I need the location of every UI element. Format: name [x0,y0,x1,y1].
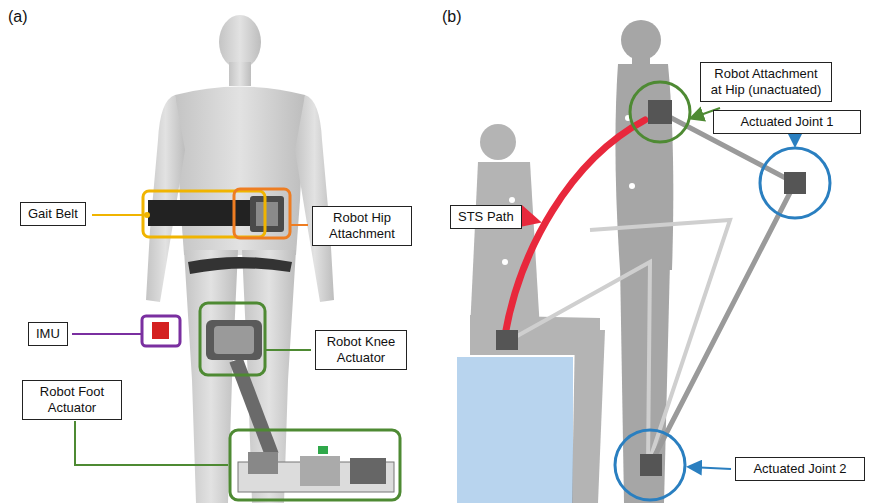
callout-text: Actuated Joint 2 [743,461,857,477]
panel-label: (b) [442,8,462,26]
callout-text: Gait Belt [28,206,78,222]
callout-box: Robot Attachment at Hip (unactuated) [700,62,832,102]
callout-box: Actuated Joint 1 [713,110,861,134]
panel-label: (a) [8,8,28,26]
callout-text: Robot Attachment at Hip (unactuated) [708,66,824,98]
callout-text: Actuated Joint 1 [721,114,853,130]
callout-text: Robot Hip Attachment [320,210,404,242]
callout-text: IMU [36,326,60,342]
callout-box: Actuated Joint 2 [735,457,865,481]
callout-text: Robot Knee Actuator [323,334,399,366]
callout-text: Robot Foot Actuator [30,384,114,416]
callout-box: Robot Hip Attachment [312,206,412,246]
callout-box: Robot Foot Actuator [22,380,122,420]
callout-box: Gait Belt [20,202,86,226]
callout-text: STS Path [458,209,514,225]
callout-box: IMU [28,322,68,346]
callout-box: STS Path [450,205,522,229]
callout-box: Robot Knee Actuator [315,330,407,370]
